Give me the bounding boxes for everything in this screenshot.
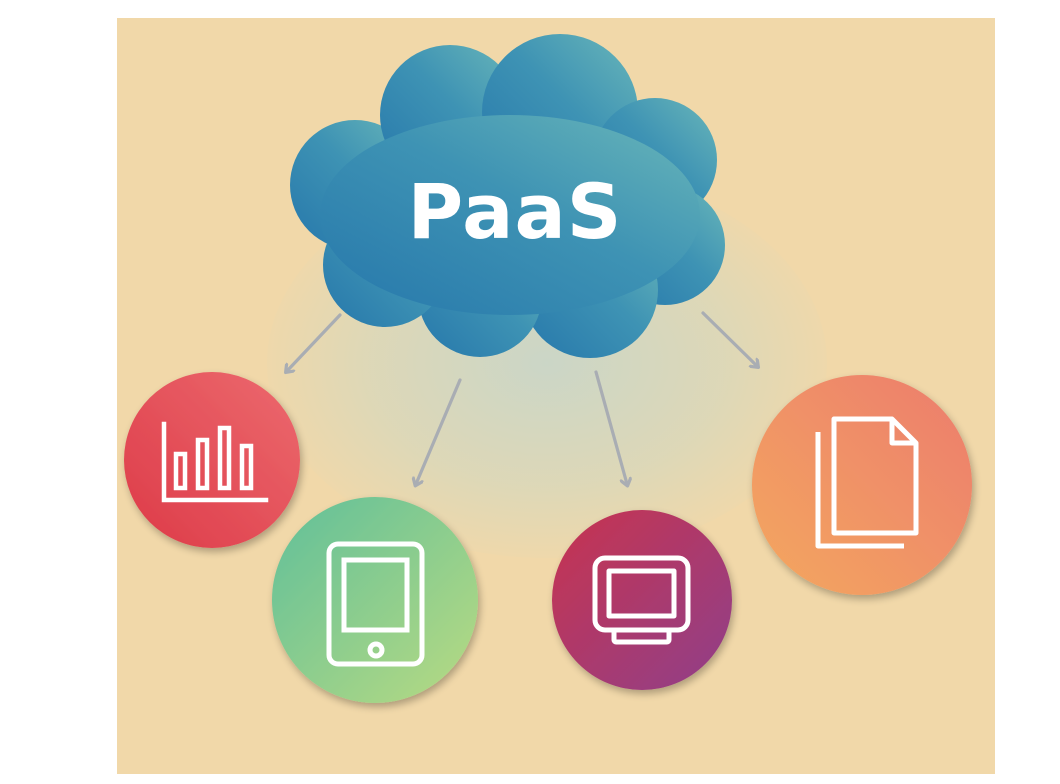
desktop-node xyxy=(552,510,732,690)
cloud-label: PaaS xyxy=(408,167,623,256)
arrow-to-desktop xyxy=(594,370,627,484)
documents-icon xyxy=(815,416,919,549)
arrow-to-documents xyxy=(701,311,757,366)
bar-chart-icon xyxy=(161,421,269,503)
mobile-node xyxy=(272,497,478,703)
arrows xyxy=(287,311,757,484)
monitor-icon xyxy=(592,555,691,645)
arrow-to-analytics xyxy=(287,313,342,371)
arrow-to-mobile xyxy=(416,378,462,484)
tablet-icon xyxy=(326,541,425,667)
documents-node xyxy=(752,375,972,595)
analytics-node xyxy=(124,372,300,548)
paas-cloud: PaaS xyxy=(290,34,725,358)
